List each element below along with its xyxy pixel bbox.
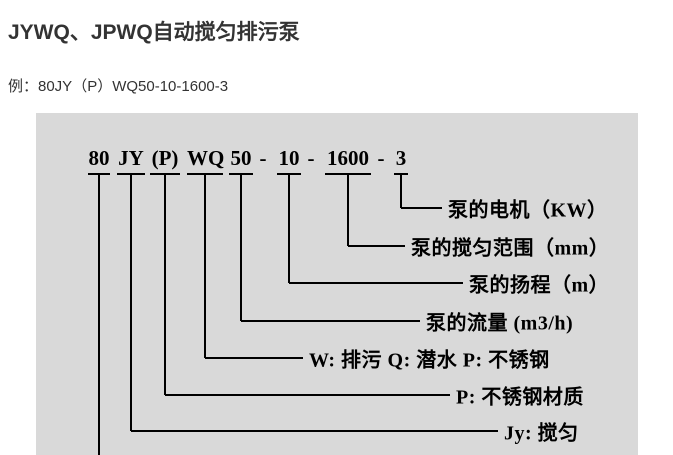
label-flow: 泵的流量 (m3/h) [426,312,574,335]
connector-lines [98,175,498,455]
code-segment-jy: JY [117,143,145,175]
label-head: 泵的扬程（m） [469,274,610,297]
code-separator: - [377,146,385,170]
label-mixing: Jy: 搅匀 [504,422,579,445]
code-segment-mixing-range: 1600 [325,143,371,175]
code-separator: - [259,146,267,170]
label-type-codes: W: 排污 Q: 潜水 P: 不锈钢 [309,349,550,372]
diagram-box: 80 JY (P) WQ 50 - 10 - 1600 - 3 泵的电机（KW）… [36,113,638,455]
label-material: P: 不锈钢材质 [456,386,584,409]
code-segment-flow: 50 [229,143,253,175]
code-separator: - [307,146,315,170]
label-mixing-range: 泵的搅匀范围（mm） [411,237,610,260]
code-segment-motor-power: 3 [394,143,408,175]
code-segment-wq: WQ [187,143,224,175]
code-segment-caliber: 80 [88,143,110,175]
label-motor-power: 泵的电机（KW） [448,199,608,222]
example-text: 例：80JY（P）WQ50-10-1600-3 [8,78,229,95]
page-title: JYWQ、JPWQ自动搅匀排污泵 [8,21,300,44]
code-segment-p: (P) [150,143,180,175]
code-segment-head: 10 [277,143,301,175]
